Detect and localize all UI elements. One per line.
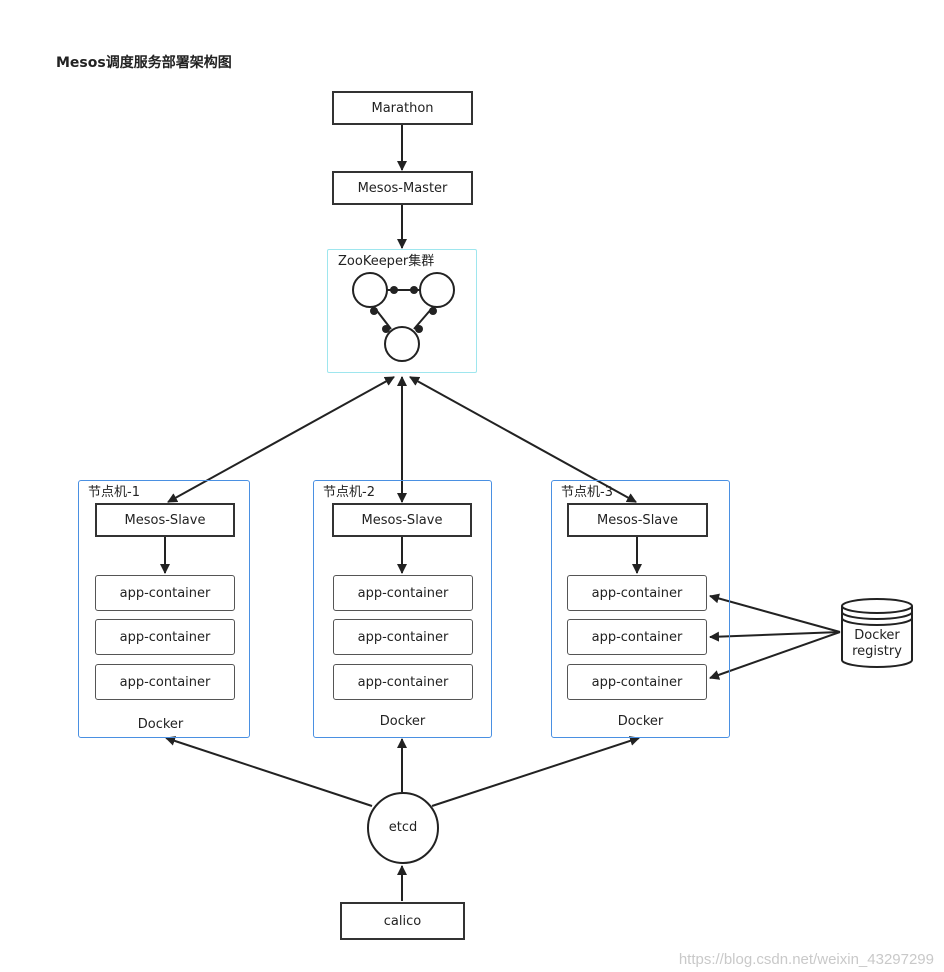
calico-label: calico <box>383 913 422 929</box>
mesos-slave-2-label: Mesos-Slave <box>361 512 443 528</box>
arrow-zk-slave3 <box>409 376 637 503</box>
app-container-2-2: app-container <box>333 619 473 655</box>
marathon-box: Marathon <box>332 91 473 125</box>
mesos-master-label: Mesos-Master <box>357 180 448 196</box>
arrow-etcd-node3 <box>431 736 640 807</box>
app-container-label: app-container <box>357 585 449 601</box>
mesos-slave-1-label: Mesos-Slave <box>124 512 206 528</box>
docker-label-2: Docker <box>379 714 426 729</box>
arrow-registry-container2 <box>709 631 841 642</box>
app-container-label: app-container <box>357 674 449 690</box>
mesos-slave-3-label: Mesos-Slave <box>597 512 678 528</box>
app-container-label: app-container <box>119 629 211 645</box>
app-container-1-3: app-container <box>95 664 235 700</box>
node-group-1 <box>78 480 250 738</box>
arrow-zk-slave1 <box>167 376 395 503</box>
node-label-2: 节点机-2 <box>323 485 375 500</box>
app-container-label: app-container <box>591 629 683 645</box>
docker-registry-line1: Docker <box>854 628 900 643</box>
docker-label-1: Docker <box>137 717 184 732</box>
app-container-2-3: app-container <box>333 664 473 700</box>
docker-registry-line2: registry <box>852 644 902 659</box>
zookeeper-cluster-icon <box>352 272 455 362</box>
node-group-2 <box>313 480 492 738</box>
app-container-label: app-container <box>119 674 211 690</box>
mesos-slave-1: Mesos-Slave <box>95 503 235 537</box>
app-container-3-1: app-container <box>567 575 707 611</box>
arrow-etcd-node1 <box>165 736 373 807</box>
arrow-registry-container1 <box>709 593 841 633</box>
mesos-slave-2: Mesos-Slave <box>332 503 472 537</box>
node-label-3: 节点机-3 <box>561 485 613 500</box>
diagram-title: Mesos调度服务部署架构图 <box>56 55 232 71</box>
zookeeper-label: ZooKeeper集群 <box>338 254 435 269</box>
arrow-registry-container3 <box>709 631 841 680</box>
docker-registry-label: Docker registry <box>842 628 912 660</box>
app-container-label: app-container <box>591 585 683 601</box>
watermark: https://blog.csdn.net/weixin_43297299 <box>678 951 934 968</box>
app-container-3-3: app-container <box>567 664 707 700</box>
app-container-3-2: app-container <box>567 619 707 655</box>
mesos-master-box: Mesos-Master <box>332 171 473 205</box>
docker-label-3: Docker <box>617 714 664 729</box>
marathon-label: Marathon <box>371 100 434 116</box>
etcd-label: etcd <box>388 820 418 835</box>
app-container-1-1: app-container <box>95 575 235 611</box>
node-label-1: 节点机-1 <box>88 485 140 500</box>
app-container-2-1: app-container <box>333 575 473 611</box>
app-container-label: app-container <box>119 585 211 601</box>
docker-registry-icon <box>841 598 913 668</box>
mesos-slave-3: Mesos-Slave <box>567 503 708 537</box>
app-container-label: app-container <box>357 629 449 645</box>
app-container-1-2: app-container <box>95 619 235 655</box>
app-container-label: app-container <box>591 674 683 690</box>
zookeeper-group <box>327 249 477 373</box>
node-group-3 <box>551 480 730 738</box>
etcd-node <box>367 792 439 864</box>
calico-box: calico <box>340 902 465 940</box>
